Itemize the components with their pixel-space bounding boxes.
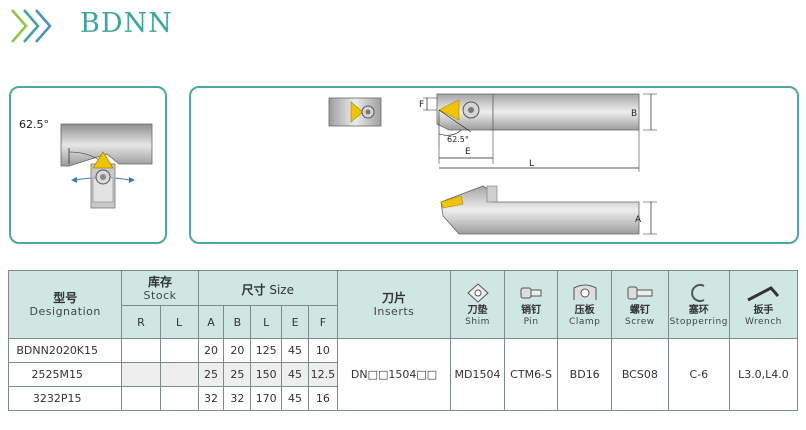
size-l-cell: 170 — [250, 386, 283, 411]
dim-a-label: A — [635, 215, 642, 225]
wrench-cell: L3.0,L4.0 — [728, 338, 799, 411]
designation-cell: 3232P15 — [7, 386, 123, 411]
size-e-cell: 45 — [281, 338, 309, 363]
size-f-header: F — [307, 305, 338, 339]
table-row: 3232P15 32 32 170 45 16 — [7, 386, 798, 411]
stopperring-header: 塞环 Stopperring — [667, 270, 730, 339]
size-b-header: B — [223, 305, 252, 339]
tool-holder-drawing-panel: F B 62.5° E L A — [189, 86, 799, 244]
size-header: 尺寸 Size — [197, 270, 338, 306]
holder-dimension-drawing: F B 62.5° E L A — [328, 93, 657, 235]
spec-table: 型号 Designation 库存 Stock 尺寸 Size 刀片 Inser… — [7, 270, 799, 411]
pin-header: 销钉 Pin — [503, 270, 559, 339]
size-b-cell: 25 — [223, 362, 252, 387]
inserts-header: 刀片 Inserts — [336, 270, 452, 339]
stock-l-cell — [159, 338, 199, 363]
clamp-icon — [573, 284, 597, 300]
size-e-header: E — [281, 305, 309, 339]
screw-cell: BCS08 — [610, 338, 669, 411]
stock-r-cell — [121, 386, 161, 411]
designation-cell: BDNN2020K15 — [7, 338, 123, 363]
size-a-cell: 20 — [197, 338, 225, 363]
size-f-cell: 12.5 — [307, 362, 338, 387]
clamp-header: 压板 Clamp — [557, 270, 612, 339]
shim-header: 刀垫 Shim — [450, 270, 505, 339]
dim-b-label: B — [631, 109, 637, 119]
pin-icon — [520, 287, 542, 298]
stock-r-cell — [121, 338, 161, 363]
dim-f-label: F — [419, 100, 424, 110]
shim-cell: MD1504 — [450, 338, 505, 411]
insert-icon — [92, 151, 114, 169]
table-row: 2525M15 25 25 150 45 12.5 — [7, 362, 798, 387]
screw-icon — [627, 286, 653, 299]
stopper-ring-icon — [690, 283, 705, 302]
stopperring-cell: C-6 — [667, 338, 730, 411]
stock-r-header: R — [121, 305, 161, 339]
stock-r-cell — [121, 362, 161, 387]
insert-cell: DN□□1504□□ — [336, 338, 452, 411]
size-f-cell: 16 — [307, 386, 338, 411]
workpiece-detail-drawing — [60, 123, 153, 209]
size-a-cell: 25 — [197, 362, 225, 387]
table-row: BDNN2020K15 20 20 125 45 10 DN□□1504□□ M… — [7, 338, 799, 411]
pin-cell: CTM6-S — [503, 338, 559, 411]
dim-e-label: E — [465, 147, 471, 157]
size-b-cell: 20 — [223, 338, 252, 363]
hex-wrench-icon — [747, 285, 780, 301]
clamp-cell: BD16 — [557, 338, 612, 411]
size-l-cell: 125 — [250, 338, 283, 363]
designation-cell: 2525M15 — [7, 362, 123, 387]
stock-l-cell — [159, 386, 199, 411]
dim-l-label: L — [529, 159, 534, 169]
designation-header: 型号 Designation — [7, 270, 123, 339]
wrench-header: 扳手 Wrench — [728, 270, 799, 339]
approach-angle-label: 62.5° — [19, 118, 49, 131]
chevron-logo-icon — [11, 9, 52, 43]
page-title: BDNN — [80, 8, 173, 39]
angle-detail-panel: 62.5° — [9, 86, 167, 244]
size-l-cell: 150 — [250, 362, 283, 387]
size-a-cell: 32 — [197, 386, 225, 411]
shim-icon — [466, 282, 489, 303]
size-e-cell: 45 — [281, 362, 309, 387]
size-l-header: L — [250, 305, 283, 339]
size-b-cell: 32 — [223, 386, 252, 411]
stock-l-header: L — [159, 305, 199, 339]
stock-l-cell — [159, 362, 199, 387]
angle-inner-label: 62.5° — [447, 135, 469, 144]
size-e-cell: 45 — [281, 386, 309, 411]
size-f-cell: 10 — [307, 338, 338, 363]
size-a-header: A — [197, 305, 225, 339]
screw-header: 螺钉 Screw — [610, 270, 669, 339]
stock-header: 库存 Stock — [121, 270, 199, 306]
